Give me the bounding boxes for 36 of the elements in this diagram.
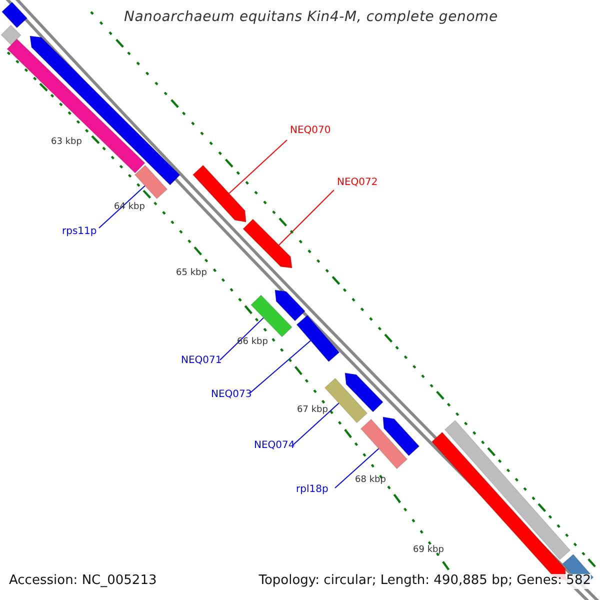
gene-feature [242, 218, 292, 268]
position-label: 65 kbp [176, 268, 207, 278]
map-title: Nanoarchaeum equitans Kin4-M, complete genome [124, 9, 498, 26]
gene-feature [444, 420, 571, 560]
genome-info-text: Topology: circular; Length: 490,885 bp; Genes: 582 [258, 574, 591, 589]
leader-line [220, 317, 264, 360]
position-label: 66 kbp [237, 337, 268, 348]
gene-feature [6, 38, 146, 174]
leader-line [228, 140, 288, 194]
gene-feature [1, 2, 28, 28]
gene-feature [382, 416, 420, 456]
position-label: 63 kbp [51, 137, 82, 148]
gene-feature [0, 24, 22, 46]
gene-feature [360, 418, 408, 470]
accession-text: Accession: NC_005213 [9, 574, 157, 589]
gene-label: NEQ070 [290, 125, 331, 136]
position-label: 68 kbp [355, 475, 386, 486]
leader-line [98, 185, 146, 228]
gene-feature [250, 294, 292, 338]
position-label: 69 kbp [413, 545, 444, 556]
leader-line [250, 340, 312, 394]
gene-feature [296, 314, 340, 362]
gene-label: NEQ073 [211, 389, 252, 400]
gene-feature [192, 164, 246, 222]
gene-feature [344, 372, 384, 412]
gene-feature [274, 290, 306, 322]
position-label: 67 kbp [297, 405, 328, 416]
gene-label: rpl18p [296, 484, 328, 496]
leader-line [334, 448, 380, 488]
gene-feature [30, 36, 180, 186]
leader-line [278, 190, 334, 246]
gene-label: rps11p [62, 226, 97, 238]
gene-feature [134, 164, 168, 200]
gene-label: NEQ072 [337, 177, 378, 188]
gene-label: NEQ074 [254, 440, 295, 452]
gene-label: NEQ071 [181, 355, 222, 366]
